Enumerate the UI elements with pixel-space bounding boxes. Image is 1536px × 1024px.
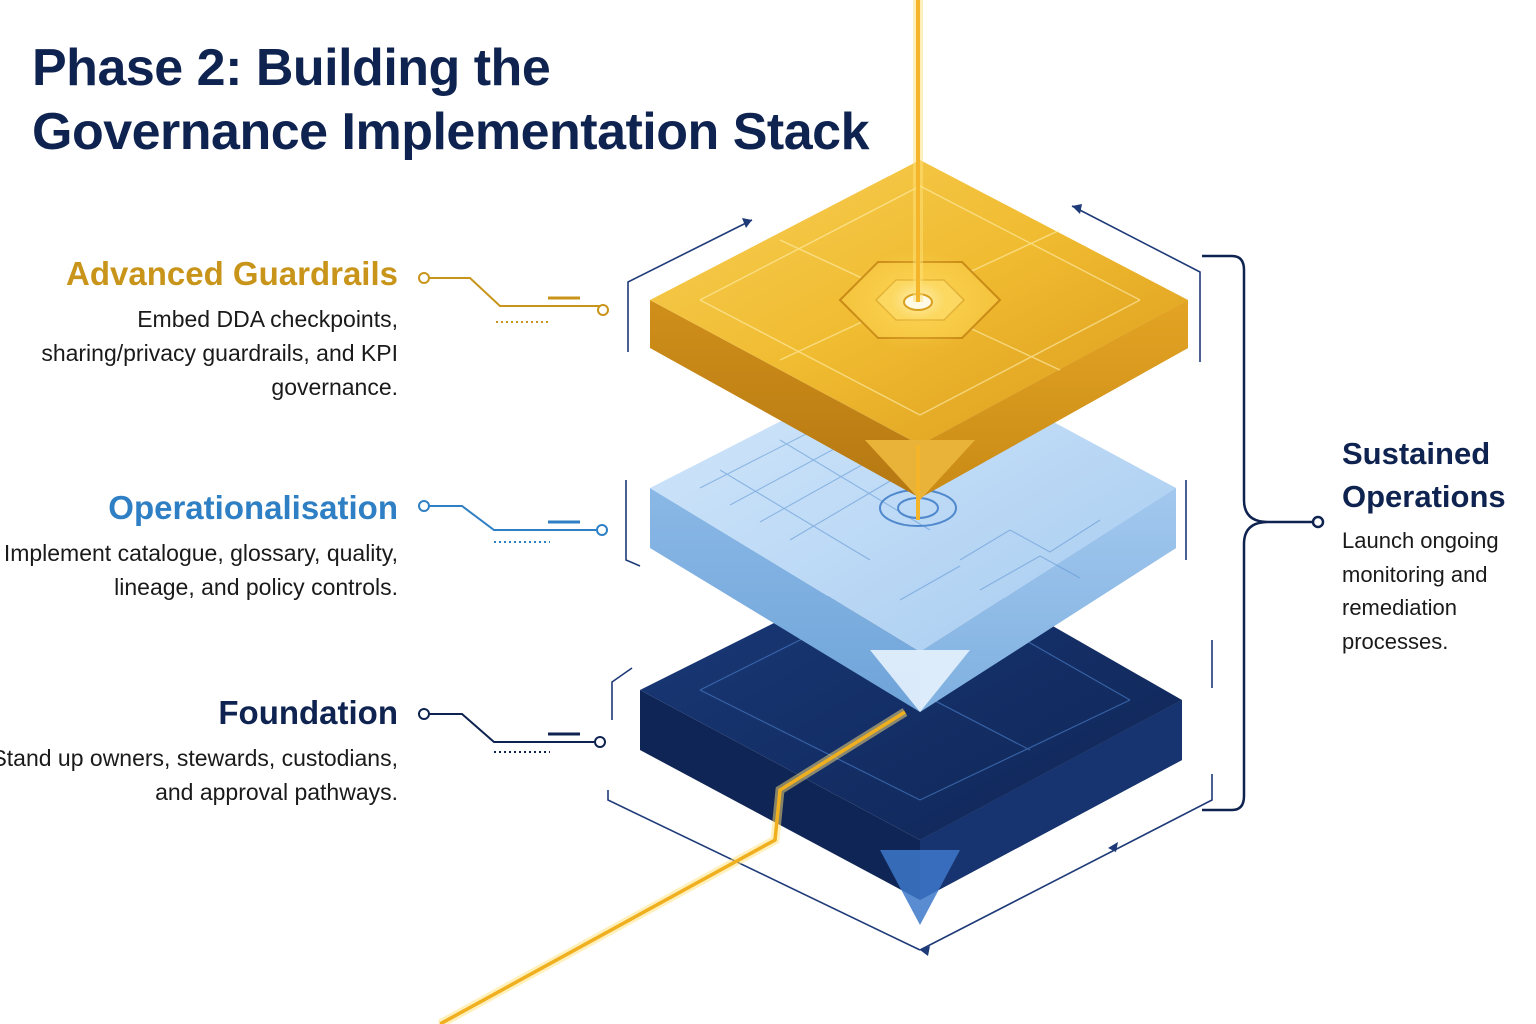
connector-foundation: [418, 708, 606, 753]
connector-guardrails: [418, 272, 609, 323]
sustained-heading-line-2: Operations: [1342, 479, 1506, 514]
sustained-heading-line-1: Sustained: [1342, 436, 1491, 471]
sustained-operations-description: Launch ongoing monitoring and remediatio…: [1342, 524, 1532, 658]
operationalisation-description: Implement catalogue, glossary, quality, …: [3, 540, 398, 600]
sustained-description-line-3: remediation: [1342, 595, 1457, 620]
frame-arrowheads: [742, 204, 1118, 956]
page-title: Phase 2: Building the Governance Impleme…: [32, 36, 870, 164]
sustained-operations-heading: Sustained Operations: [1342, 432, 1532, 518]
label-foundation: Foundation Stand up owners, stewards, cu…: [0, 693, 398, 809]
label-operationalisation: Operationalisation Implement catalogue, …: [0, 488, 398, 604]
connector-operationalisation: [418, 500, 608, 543]
foundation-heading: Foundation: [218, 694, 398, 731]
frame-lines: [607, 205, 1213, 951]
label-sustained-operations: Sustained Operations Launch ongoing moni…: [1342, 432, 1532, 658]
sustained-description-line-4: processes.: [1342, 628, 1449, 654]
advanced-guardrails-heading: Advanced Guardrails: [66, 255, 398, 292]
title-line-1: Phase 2: Building the: [32, 39, 551, 97]
sustained-bracket: [1202, 254, 1325, 812]
operationalisation-heading: Operationalisation: [108, 489, 398, 526]
sustained-description-line-2: monitoring and: [1342, 561, 1488, 587]
advanced-guardrails-description: Embed DDA checkpoints, sharing/privacy g…: [41, 306, 398, 400]
label-advanced-guardrails: Advanced Guardrails Embed DDA checkpoint…: [0, 254, 398, 404]
title-line-2: Governance Implementation Stack: [32, 103, 870, 161]
sustained-description-line-1: Launch ongoing: [1342, 528, 1499, 553]
foundation-description: Stand up owners, stewards, custodians, a…: [0, 745, 398, 805]
golden-beam: [437, 0, 923, 1024]
